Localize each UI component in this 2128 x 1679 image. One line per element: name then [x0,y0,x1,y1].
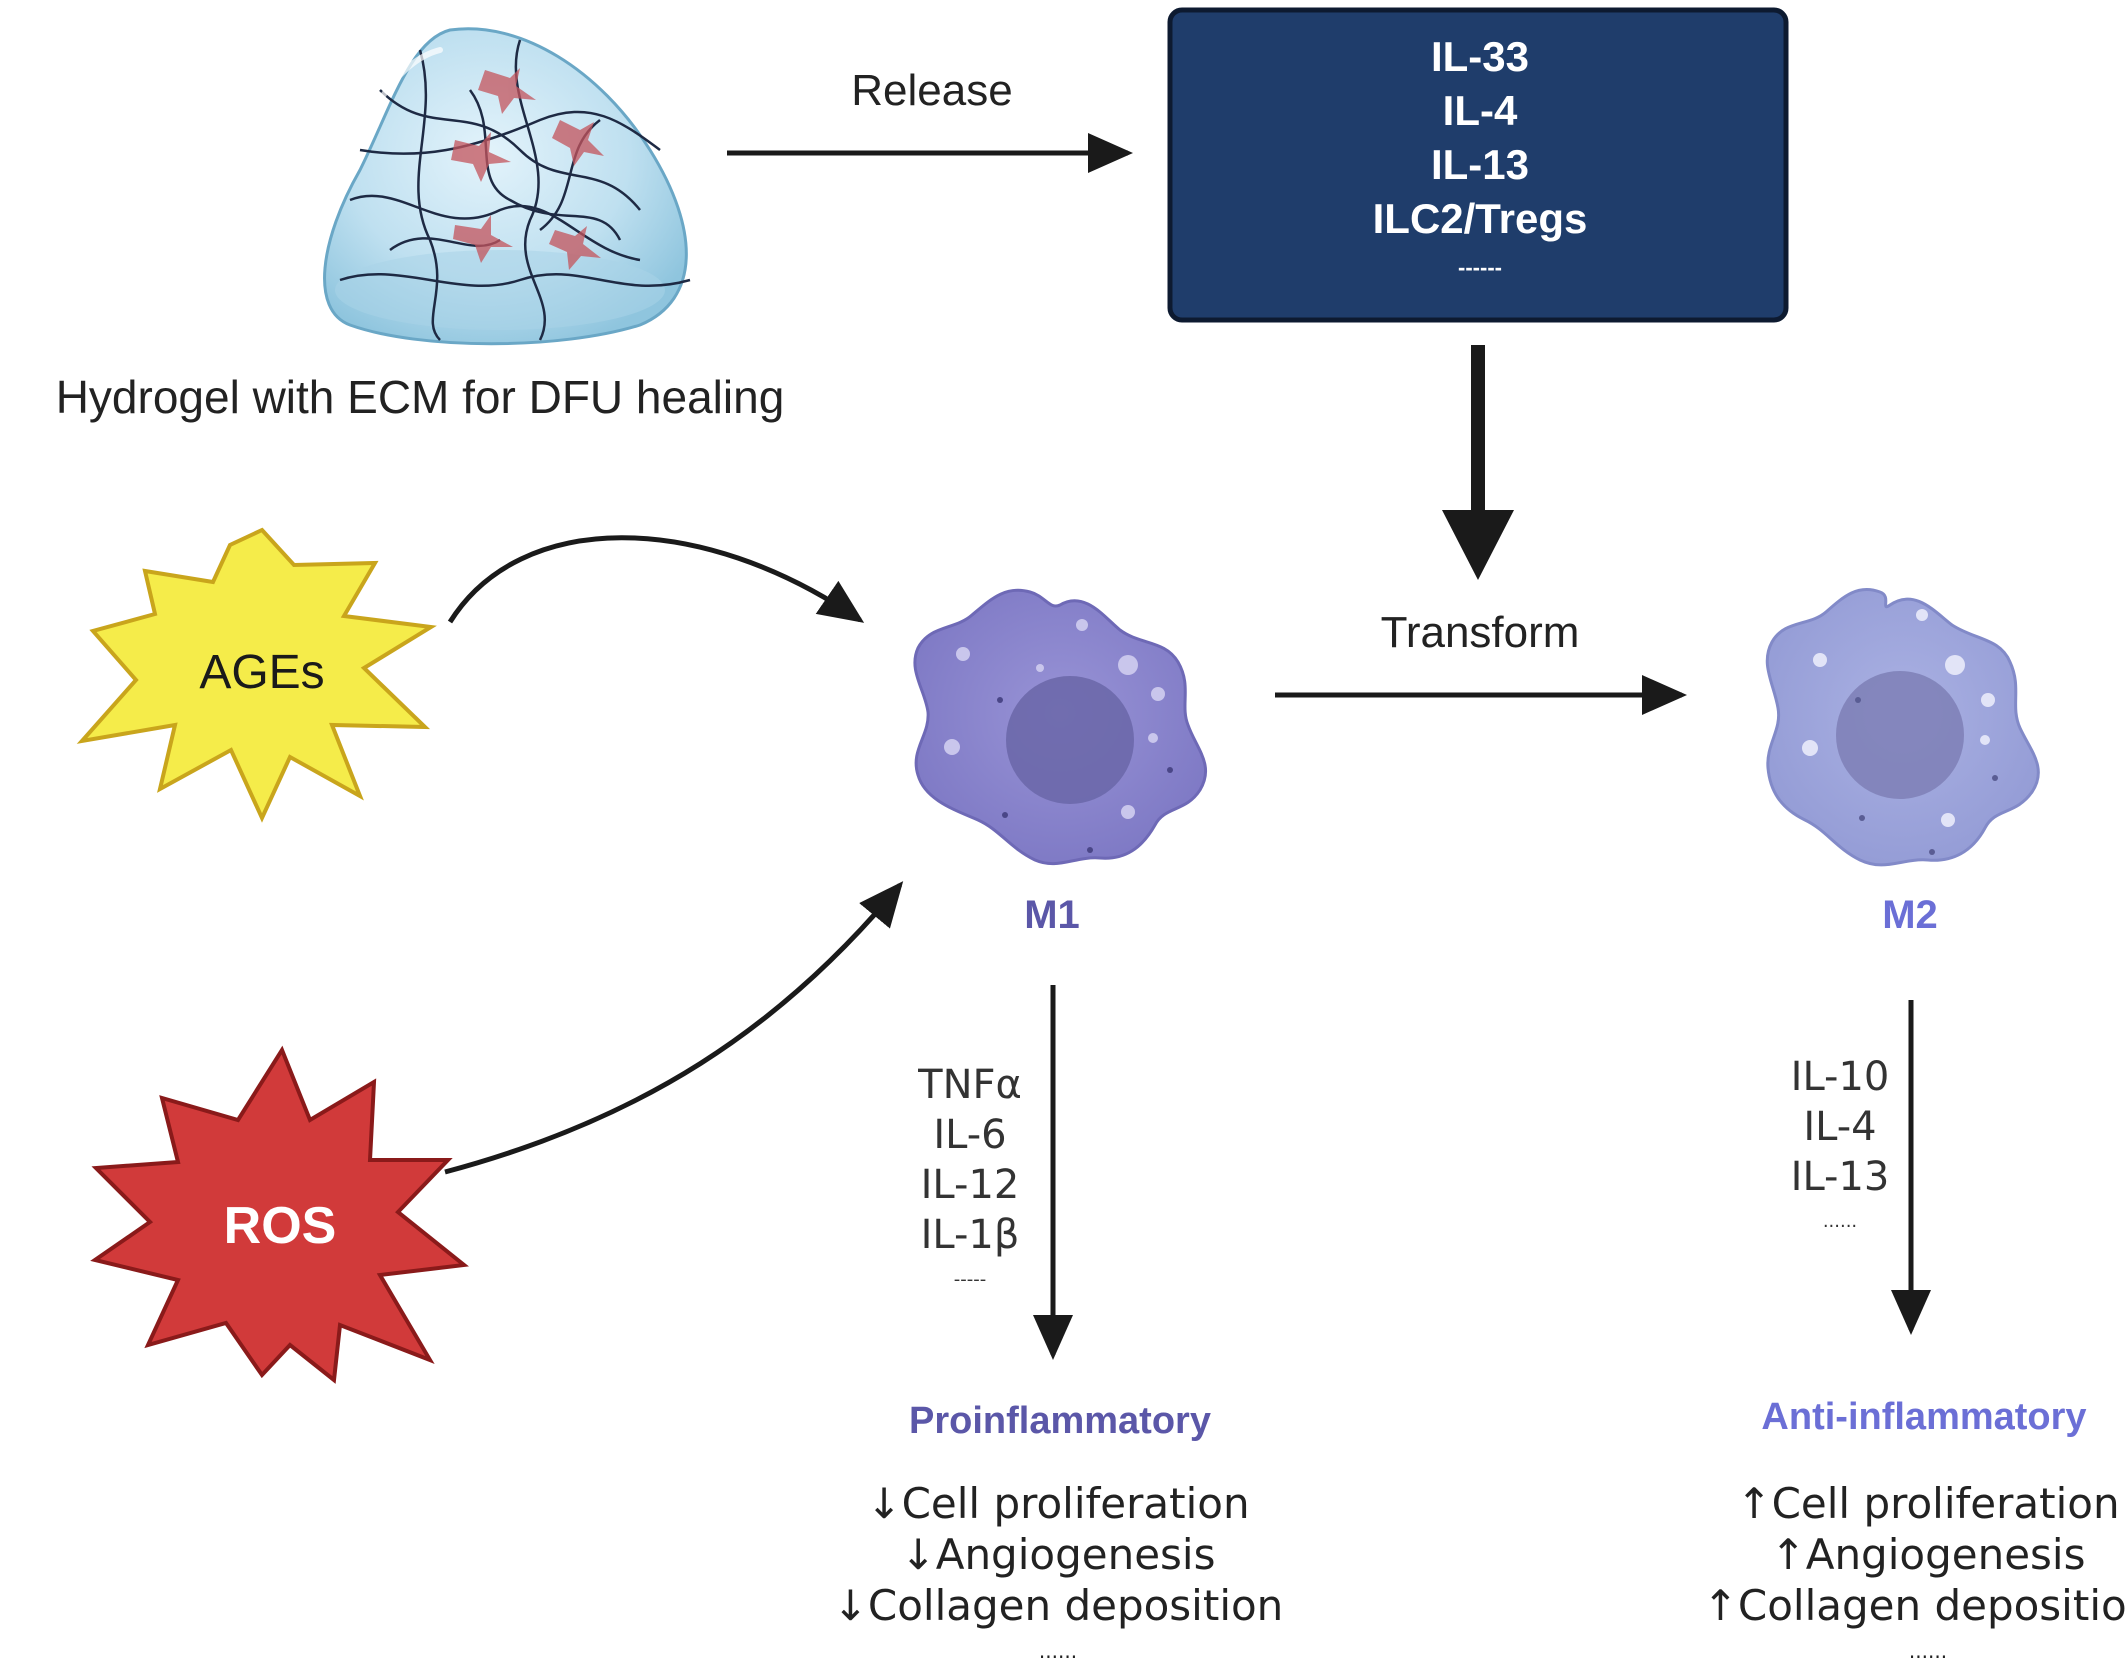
box-to-transform-arrow [1442,345,1514,580]
m2-cytokine: ...... [1822,1211,1858,1232]
m1-cytokine-list: TNFα IL-6 IL-12 IL-1β ----- [918,1060,1022,1300]
cytokine-line: IL-33 [1430,33,1530,80]
transform-label: Transform [1380,608,1580,657]
m2-cytokine-list: IL-10 IL-4 IL-13 ...... [1791,1052,1890,1242]
m2-outcome-title: Anti-inflammatory [1761,1396,2087,1438]
m2-effect: ...... [1908,1639,1948,1663]
hydrogel-illustration [323,27,691,346]
m2-cytokine: IL-10 [1790,1054,1890,1100]
m2-cytokine: IL-13 [1790,1154,1890,1200]
cytokine-line: IL-4 [1442,87,1518,134]
m1-macrophage [913,588,1207,866]
hydrogel-caption: Hydrogel with ECM for DFU healing [55,371,785,423]
m1-cytokine: ----- [953,1269,987,1290]
m1-outcome-title: Proinflammatory [909,1400,1211,1442]
m2-effect: ↑Cell proliferation [1736,1479,2120,1528]
m1-effects-list: ↓Cell proliferation ↓Angiogenesis ↓Colla… [833,1478,1284,1671]
m1-effect: ...... [1038,1639,1078,1663]
m1-effect: ↓Angiogenesis [900,1530,1216,1579]
m1-cytokine: TNFα [918,1062,1022,1108]
m1-cytokine: IL-6 [933,1112,1007,1158]
cytokine-line: ILC2/Tregs [1372,195,1588,242]
m2-effects-list: ↑Cell proliferation ↑Angiogenesis ↑Colla… [1703,1478,2128,1671]
m2-label: M2 [1882,893,1938,937]
cytokine-box-text: IL-33 IL-4 IL-13 ILC2/Tregs ------ [1373,30,1588,290]
ros-starburst [90,1045,469,1384]
release-label: Release [851,66,1013,115]
ages-starburst [76,527,437,823]
m2-effect: ↑Angiogenesis [1770,1530,2086,1579]
cytokine-line: IL-13 [1430,141,1530,188]
cytokine-box [1167,7,1789,323]
m2-effect: ↑Collagen deposition [1702,1581,2128,1630]
ros-to-m1-arrow [444,881,904,1175]
m2-cytokine: IL-4 [1803,1104,1877,1150]
ages-label: AGEs [199,646,325,699]
cytokine-line: ------ [1458,255,1502,280]
ros-label: ROS [223,1197,337,1255]
m1-effect: ↓Collagen deposition [832,1581,1284,1630]
m1-effect: ↓Cell proliferation [866,1479,1250,1528]
ages-to-m1-arrow [447,535,865,624]
m1-label: M1 [1024,893,1080,937]
m2-macrophage [1765,587,2040,867]
m1-cytokine: IL-12 [920,1162,1020,1208]
m1-cytokine: IL-1β [920,1212,1020,1258]
